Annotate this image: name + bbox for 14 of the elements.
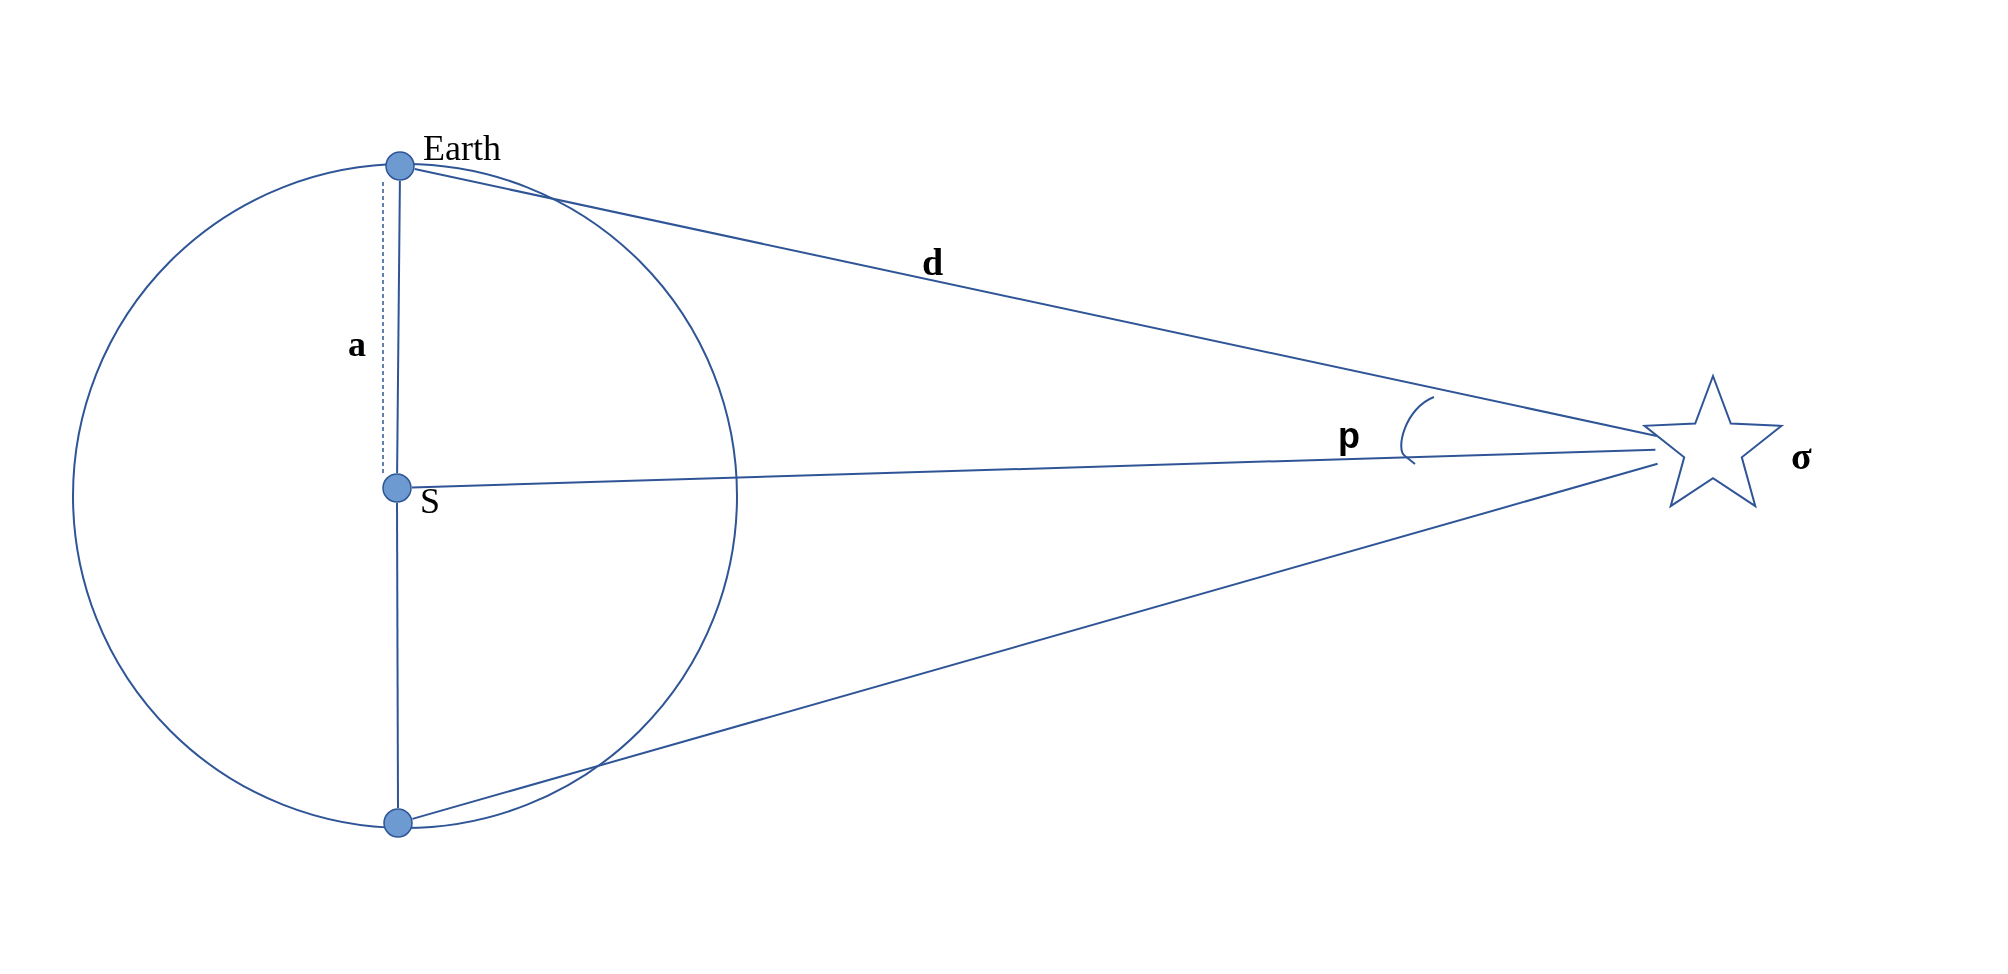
planet-dot — [383, 808, 413, 838]
angle-label: p — [1338, 418, 1360, 454]
point-label: S — [420, 483, 441, 519]
star-label: σ — [1791, 437, 1812, 475]
connector-line — [413, 168, 1658, 437]
connector-line — [411, 448, 1657, 489]
planet-dot — [382, 473, 412, 503]
point-label: Earth — [423, 130, 501, 166]
connector-line — [411, 462, 1659, 820]
connector-line — [396, 502, 399, 809]
dimension-label: a — [348, 326, 366, 362]
planet-dot — [385, 151, 415, 181]
connector-line — [396, 180, 401, 474]
edge-label: d — [922, 243, 944, 281]
